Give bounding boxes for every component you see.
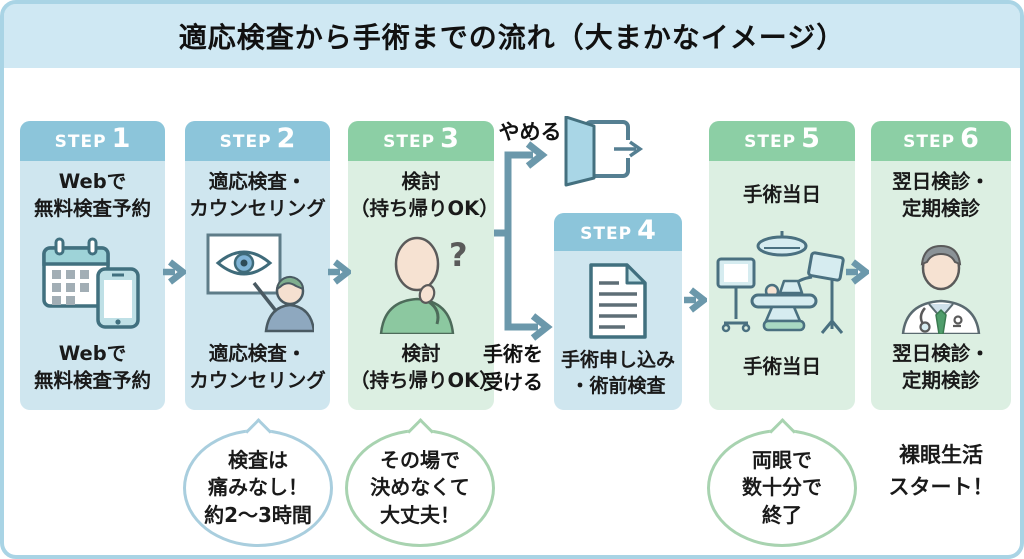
callout-text: 検査は 痛みなし！ 約2〜3時間 [204, 447, 312, 527]
callout-step5-bubble: 両眼で 数十分で 終了 [707, 418, 857, 547]
step2-body: 適応検査・ カウンセリング 適応検査・ カウンセリング [185, 161, 330, 410]
title-bar: 適応検査から手術までの流れ（大まかなイメージ） [4, 4, 1020, 68]
step1-header: STEP 1 [20, 121, 165, 161]
bubble-tail [407, 418, 434, 445]
svg-text:?: ? [449, 236, 468, 274]
step1-bottom-text: Webで 無料検査予約 [33, 342, 151, 392]
step6-bottom-text: 翌日検診・ 定期検診 [892, 342, 990, 392]
step4-body: 手術申し込み ・術前検査 [554, 251, 682, 410]
step3-card: STEP 3 検討 （持ち帰りOK） ? 検討 （持ち帰りOK） [348, 121, 494, 410]
step-word: STEP [383, 132, 436, 152]
step1-icon-box [22, 226, 163, 338]
step1-top-text: Webで 無料検査予約 [33, 170, 151, 220]
step2-icon-box [187, 226, 328, 338]
step4-header: STEP 4 [554, 213, 682, 251]
step-number: 2 [276, 123, 296, 154]
step-number: 4 [637, 215, 656, 246]
callout-text: その場で 決めなくて 大丈夫！ [370, 447, 470, 527]
step2-bottom-text: 適応検査・ カウンセリング [189, 342, 326, 392]
step4-card: STEP 4 手術申し込み ・術前検査 [554, 213, 682, 410]
step-word: STEP [903, 132, 956, 152]
step4-text: 手術申し込み ・術前検査 [560, 348, 675, 397]
calendar-phone-icon [41, 237, 140, 329]
callout-step6-text: 裸眼生活 スタート！ [888, 443, 994, 499]
arrow-step4-step5 [684, 287, 707, 313]
step5-icon-box [711, 226, 853, 338]
callout-text: 両眼で 数十分で 終了 [742, 447, 822, 527]
step1-body: Webで 無料検査予約 W [20, 161, 165, 410]
arrow-step1-step2 [163, 259, 186, 285]
page-title: 適応検査から手術までの流れ（大まかなイメージ） [178, 21, 846, 54]
step1-card: STEP 1 Webで 無料検査予約 [20, 121, 165, 410]
bubble-tail [769, 418, 796, 445]
doctor-icon [901, 244, 981, 334]
step5-header: STEP 5 [709, 121, 855, 161]
step3-header: STEP 3 [348, 121, 494, 161]
operating-room-icon [716, 230, 845, 334]
document-icon [589, 263, 647, 339]
step5-card: STEP 5 手術当日 [709, 121, 855, 410]
step2-top-text: 適応検査・ カウンセリング [189, 170, 326, 220]
step3-icon-box: ? [350, 226, 492, 338]
eye-exam-icon [206, 233, 314, 332]
step6-header: STEP 6 [871, 121, 1011, 161]
step3-bottom-text: 検討 （持ち帰りOK） [350, 342, 494, 392]
step6-card: STEP 6 翌日検診・ 定期検診 翌日検診・ 定期検診 [871, 121, 1011, 410]
proceed-label: 手術を 受ける [483, 342, 543, 394]
step5-top-text: 手術当日 [742, 183, 821, 207]
thinking-person-icon: ? [379, 236, 468, 334]
step-word: STEP [580, 224, 633, 244]
step2-card: STEP 2 適応検査・ カウンセリング 適応検査・ カウンセリング [185, 121, 330, 410]
step6-top-text: 翌日検診・ 定期検診 [892, 170, 990, 220]
step-word: STEP [219, 132, 272, 152]
arrow-step5-step6 [846, 259, 869, 285]
step-number: 1 [111, 123, 131, 154]
exit-door-icon [564, 116, 646, 187]
callout-step3-bubble: その場で 決めなくて 大丈夫！ [345, 418, 495, 547]
step3-top-text: 検討 （持ち帰りOK） [350, 170, 494, 220]
step-word: STEP [744, 132, 797, 152]
callout-step2-bubble: 検査は 痛みなし！ 約2〜3時間 [183, 418, 333, 547]
quit-label: やめる [498, 120, 562, 144]
step2-header: STEP 2 [185, 121, 330, 161]
step5-body: 手術当日 [709, 161, 855, 410]
branch-connector [494, 141, 553, 341]
step4-icon-box [556, 255, 680, 347]
bubble-tail [245, 418, 272, 445]
step-number: 3 [440, 123, 459, 154]
step3-body: 検討 （持ち帰りOK） ? 検討 （持ち帰りOK） [348, 161, 494, 410]
step5-bottom-text: 手術当日 [742, 355, 821, 379]
step-number: 6 [960, 123, 979, 154]
step6-icon-box [873, 226, 1009, 338]
arrow-step2-step3 [328, 259, 351, 285]
step6-body: 翌日検診・ 定期検診 翌日検診・ 定期検診 [871, 161, 1011, 410]
step-word: STEP [54, 132, 107, 152]
step-number: 5 [801, 123, 820, 154]
